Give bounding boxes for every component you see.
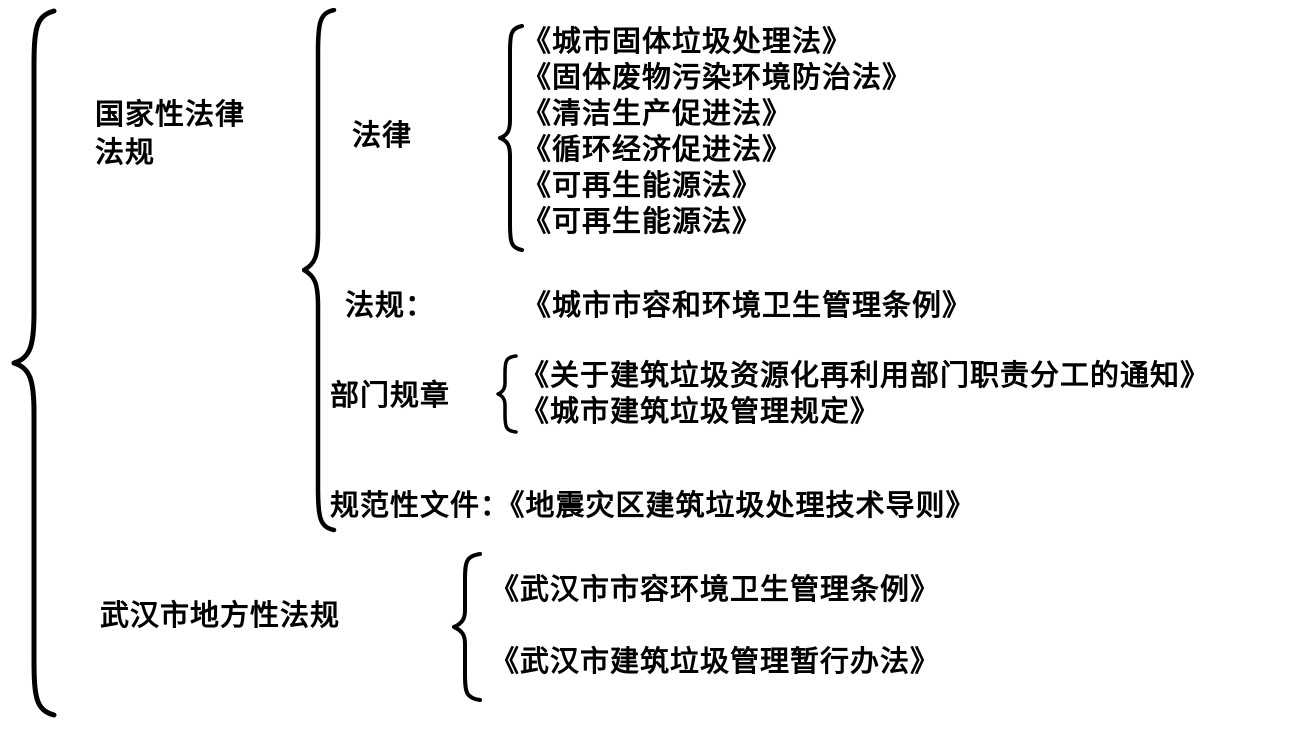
national-group-label-line2: 法规 (95, 137, 156, 169)
departmental-list: 《关于建筑垃圾资源化再利用部门职责分工的通知》 《城市建筑垃圾管理规定》 (520, 358, 1210, 430)
law-item: 《固体废物污染环境防治法》 (522, 62, 913, 94)
laws-brace (498, 24, 524, 252)
normative-documents-item: 《地震灾区建筑垃圾处理技术导则》 (510, 490, 976, 522)
national-brace (302, 8, 337, 533)
wuhan-item: 《武汉市市容环境卫生管理条例》 (490, 574, 941, 606)
laws-label: 法律 (352, 120, 413, 152)
root-brace (11, 8, 57, 718)
normative-documents-label: 规范性文件： (330, 490, 511, 522)
national-group-label-line1: 国家性法律 (95, 99, 246, 131)
departmental-item: 《城市建筑垃圾管理规定》 (520, 396, 881, 428)
law-item: 《可再生能源法》 (522, 170, 763, 202)
regulations-item: 《城市市容和环境卫生管理条例》 (522, 290, 973, 322)
laws-list: 《城市固体垃圾处理法》 《固体废物污染环境防治法》 《清洁生产促进法》 《循环经… (522, 24, 912, 240)
wuhan-item: 《武汉市建筑垃圾管理暂行办法》 (490, 646, 941, 678)
law-item: 《清洁生产促进法》 (522, 98, 793, 130)
normative-documents-row: 规范性文件：《地震灾区建筑垃圾处理技术导则》 (330, 488, 976, 524)
wuhan-label: 武汉市地方性法规 (100, 600, 341, 632)
law-item: 《循环经济促进法》 (522, 134, 793, 166)
regulations-label: 法规： (345, 290, 436, 322)
national-group-label: 国家性法律 法规 (95, 96, 245, 172)
departmental-rules-label: 部门规章 (330, 380, 451, 412)
wuhan-brace (452, 552, 482, 702)
departmental-brace (496, 354, 518, 434)
law-item: 《可再生能源法》 (522, 206, 763, 238)
departmental-item: 《关于建筑垃圾资源化再利用部门职责分工的通知》 (520, 360, 1211, 392)
law-item: 《城市固体垃圾处理法》 (522, 26, 853, 58)
